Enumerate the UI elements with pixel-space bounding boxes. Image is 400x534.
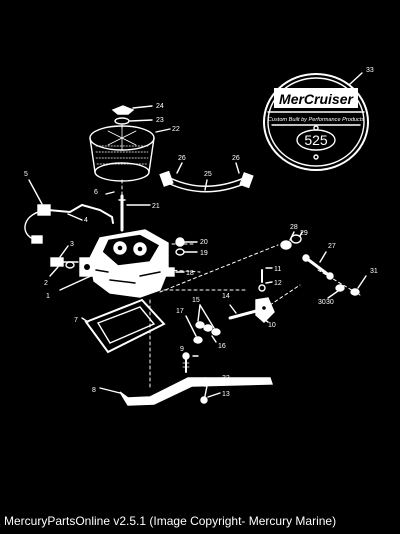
callout: 2 [44, 280, 48, 287]
callout: 28 [290, 224, 298, 231]
callout: 20 [200, 239, 208, 246]
throttle-bracket [99, 352, 273, 406]
callout: 11 [274, 266, 281, 273]
badge-tagline: Custom Built by Performance Products [268, 117, 365, 123]
callout: 31 [370, 268, 378, 275]
image-caption: MercuryPartsOnline v2.5.1 (Image Copyrig… [4, 514, 337, 528]
badge-brand: MerCruiser [279, 91, 354, 107]
mercruiser-badge: MerCruiser Custom Built by Performance P… [263, 72, 369, 171]
washer [114, 117, 153, 125]
air-cleaner [89, 125, 171, 182]
callout: 6 [94, 189, 98, 196]
callout: 23 [156, 117, 164, 124]
callout: 19 [200, 250, 208, 257]
callout-labels: 1 2 3 4 5 6 7 8 9 10 11 12 13 14 15 16 1… [24, 67, 378, 398]
callout: 21 [152, 203, 160, 210]
choke-parts [165, 237, 198, 277]
callout: 17 [176, 308, 184, 315]
callout: 15 [192, 297, 200, 304]
callout: 9 [180, 346, 184, 353]
callout: 3 [70, 241, 74, 248]
carburetor [59, 229, 169, 298]
badge-model: 525 [304, 132, 328, 148]
callout: 26 [232, 155, 240, 162]
throttle-linkage [280, 231, 367, 299]
callout: 24 [156, 103, 164, 110]
callout: 32 [222, 375, 230, 382]
spacers [185, 304, 221, 344]
base-gasket [81, 298, 166, 354]
callout: 29 [300, 230, 308, 237]
callout: 7 [74, 317, 78, 324]
callout: 33 [366, 67, 374, 74]
wing-nut [111, 105, 153, 115]
stud [105, 191, 151, 232]
callout: 18 [186, 270, 194, 277]
callout: 8 [92, 387, 96, 394]
callout: 27 [328, 243, 336, 250]
callout: 10 [268, 322, 276, 329]
callout: 4 [84, 217, 88, 224]
callout: 5 [24, 171, 28, 178]
callout: 26 [178, 155, 186, 162]
callout: 30 [326, 299, 334, 306]
callout: 25 [204, 171, 212, 178]
callout: 12 [274, 280, 282, 287]
fuel-fittings [49, 245, 79, 277]
callout: 16 [218, 343, 226, 350]
callout: 14 [222, 293, 230, 300]
breather-hose [159, 162, 254, 193]
callout: 13 [222, 391, 230, 398]
callout: 22 [172, 126, 180, 133]
lever-assembly [228, 267, 275, 323]
fuel-line [24, 179, 114, 244]
callout: 30 [318, 299, 326, 306]
callout: 1 [46, 293, 50, 300]
